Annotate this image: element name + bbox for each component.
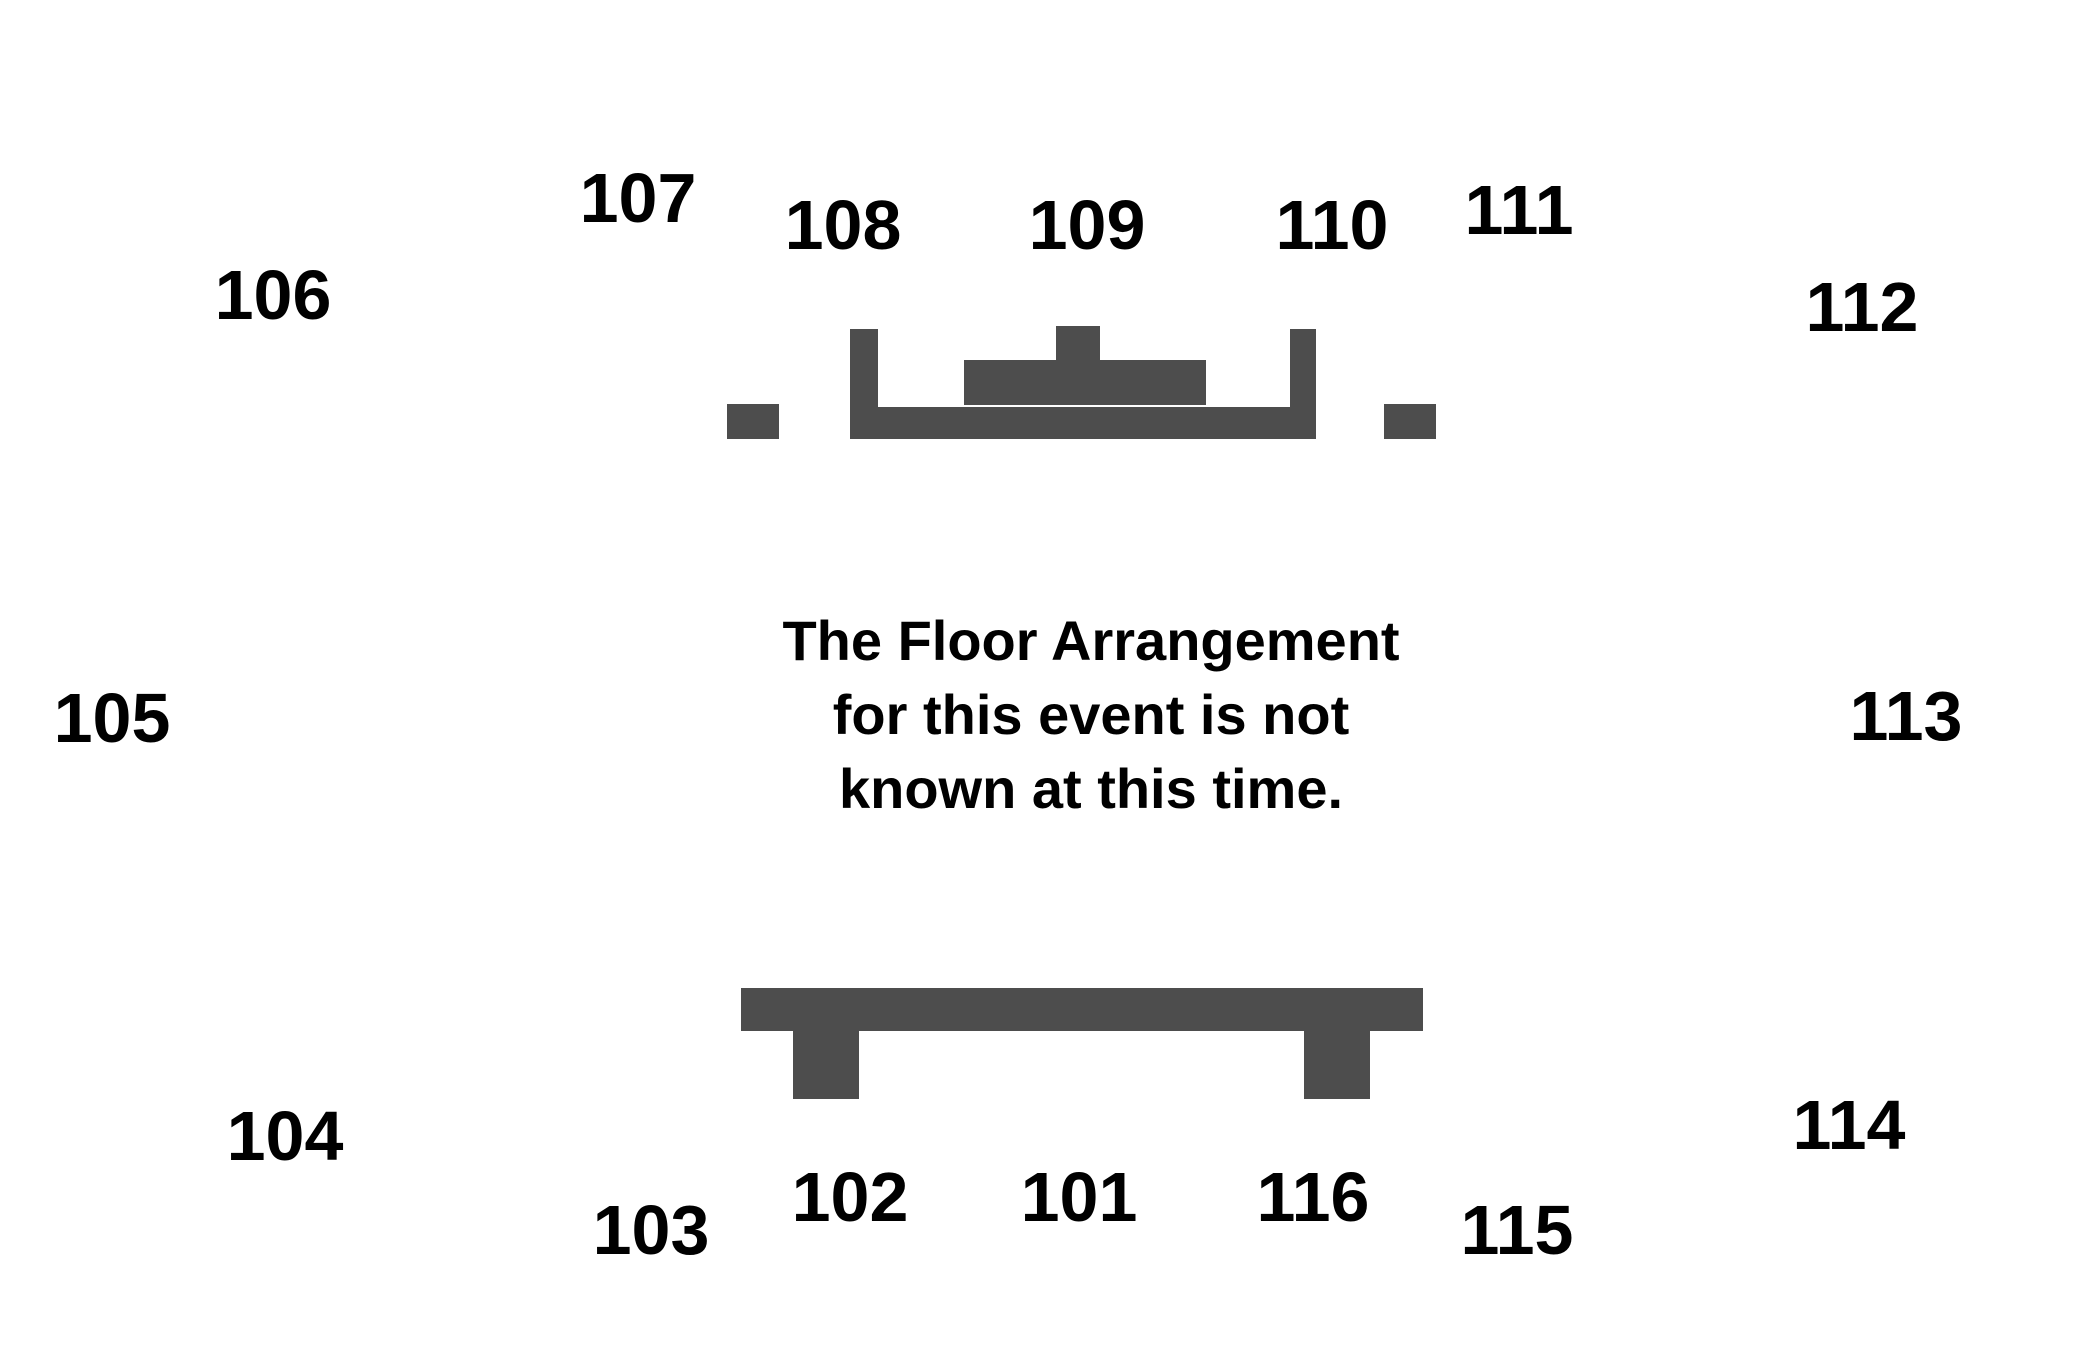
section-label-103[interactable]: 103	[592, 1191, 710, 1269]
section-label-108[interactable]: 108	[784, 186, 902, 264]
notice-line-3: known at this time.	[838, 757, 1344, 820]
notice-line-2: for this event is not	[832, 683, 1350, 746]
section-label-111[interactable]: 111	[1464, 171, 1574, 249]
section-label-115[interactable]: 115	[1460, 1191, 1574, 1269]
section-label-104[interactable]: 104	[226, 1097, 344, 1175]
section-label-107[interactable]: 107	[579, 159, 697, 237]
stage-base	[850, 407, 1316, 439]
stage-platform-top	[1056, 326, 1100, 362]
floor-arrangement-notice: The Floor Arrangement for this event is …	[711, 604, 1471, 826]
section-label-102[interactable]: 102	[791, 1158, 909, 1236]
section-label-114[interactable]: 114	[1792, 1086, 1906, 1164]
bottom-bar	[741, 988, 1423, 1031]
section-label-109[interactable]: 109	[1028, 186, 1146, 264]
section-label-106[interactable]: 106	[214, 256, 332, 334]
stage-platform	[964, 360, 1206, 405]
section-label-113[interactable]: 113	[1849, 677, 1963, 755]
top-left-small-block	[727, 404, 779, 439]
bottom-right-leg	[1304, 1029, 1370, 1099]
section-label-112[interactable]: 112	[1805, 268, 1919, 346]
notice-line-1: The Floor Arrangement	[782, 609, 1400, 672]
section-label-101[interactable]: 101	[1020, 1158, 1138, 1236]
top-right-small-block	[1384, 404, 1436, 439]
bottom-left-leg	[793, 1029, 859, 1099]
section-label-105[interactable]: 105	[53, 679, 171, 757]
section-label-110[interactable]: 110	[1275, 186, 1389, 264]
section-label-116[interactable]: 116	[1256, 1158, 1370, 1236]
